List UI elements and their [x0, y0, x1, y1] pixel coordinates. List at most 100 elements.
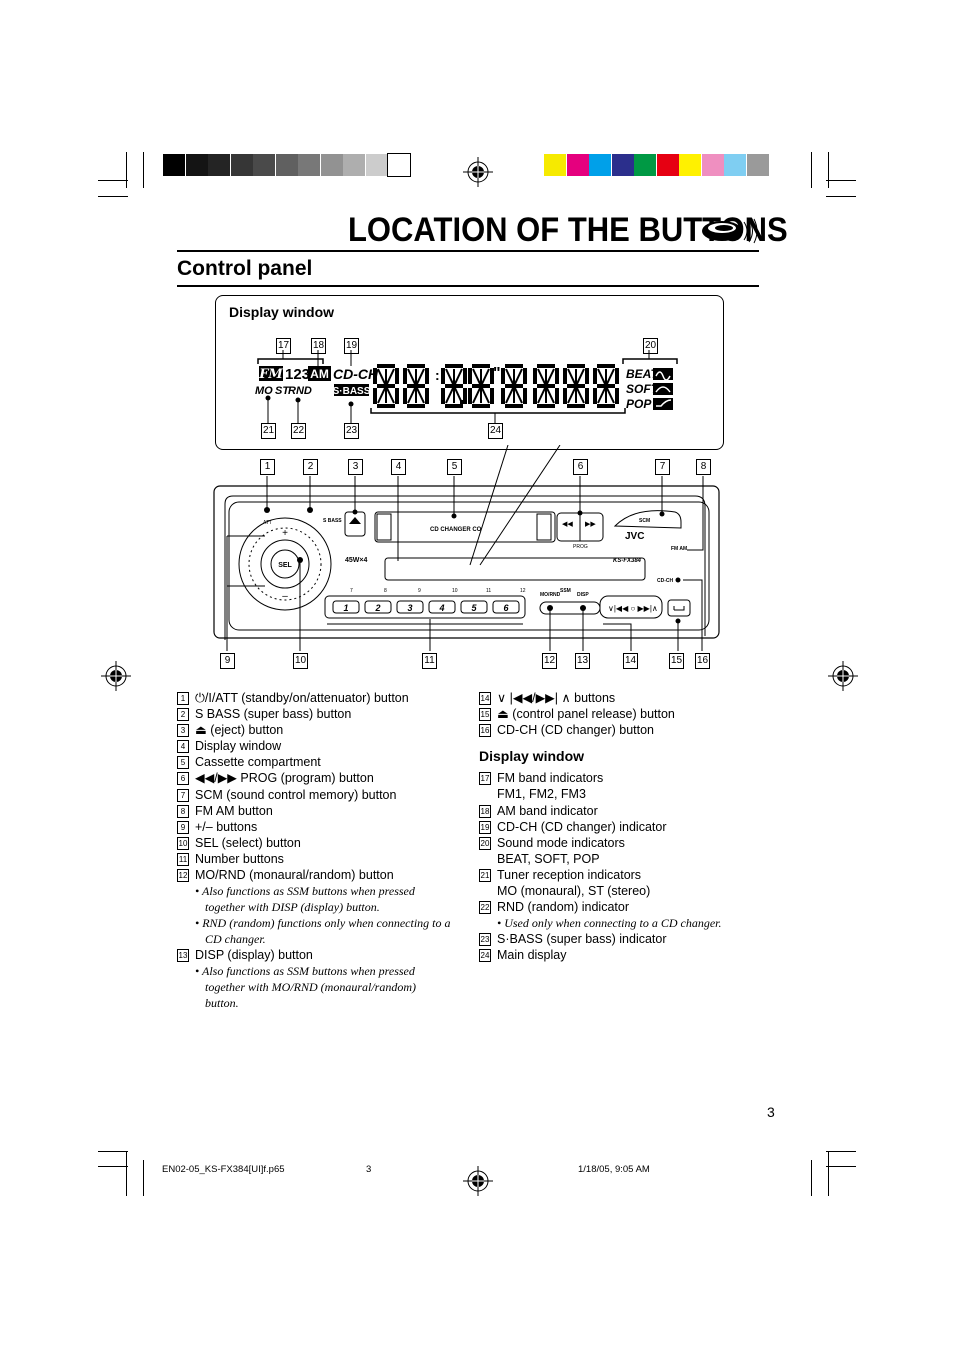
color-swatch [679, 154, 701, 176]
lcd-segment [445, 368, 463, 404]
item-text: FM band indicators [497, 771, 604, 786]
list-item: 16 CD-CH (CD changer) button [479, 722, 759, 738]
lcd-segment [597, 368, 615, 404]
item-text: ⏻/I/ATT (standby/on/attenuator) button [195, 691, 409, 705]
item-number-box: 2 [177, 708, 189, 722]
number-button-label: 6 [503, 603, 509, 613]
svg-text:–: – [282, 591, 288, 602]
number-button [428, 600, 456, 614]
item-text: Main display [497, 948, 567, 963]
color-swatch [724, 154, 746, 176]
gray-swatch [343, 154, 365, 176]
item-number-box: 8 [177, 804, 189, 818]
color-swatch [589, 154, 611, 176]
item-text: AM band indicator [497, 803, 598, 818]
control-panel-diagram: SEL + – ATT S BASS CD CHANGER CO 45W×4 K… [213, 476, 720, 651]
item-number-box: 24 [479, 949, 491, 963]
track-number-label: 9 [418, 588, 421, 594]
item-number-box: 22 [479, 901, 491, 915]
track-number-label: 10 [452, 588, 458, 594]
att-label: ATT [263, 520, 272, 526]
item-text: FM AM button [195, 803, 273, 818]
gray-swatch [163, 154, 185, 176]
band-digits: 123 [285, 366, 310, 383]
item-text: CD-CH (CD changer) button [497, 723, 654, 738]
note-12b: • RND (random) functions only when conne… [195, 916, 451, 947]
lcd-segment [377, 368, 395, 404]
sel-label: SEL [278, 562, 292, 569]
svg-text:▶▶: ▶▶ [585, 521, 596, 528]
registration-mark-right [828, 661, 858, 691]
callout-23: 23 [344, 423, 359, 439]
color-swatch [544, 154, 566, 176]
track-number-label: 8 [384, 588, 387, 594]
number-button [492, 600, 520, 614]
svg-text::: : [435, 367, 440, 383]
display-window-heading: Display window [479, 748, 585, 765]
lcd-segment [472, 368, 490, 404]
cdch-indicator: CD-CH [333, 366, 379, 382]
number-button-label: 3 [407, 603, 412, 613]
registration-mark-bottom [463, 1166, 493, 1196]
callout-24: 24 [488, 423, 503, 439]
gray-swatch [185, 154, 208, 176]
gray-swatch [253, 154, 275, 176]
number-button-label: 2 [374, 603, 380, 613]
item-text: S·BASS (super bass) indicator [497, 932, 667, 947]
scm-label: SCM [639, 518, 650, 524]
title-rule [177, 250, 759, 252]
zoom-lines [469, 445, 561, 566]
gray-swatch [208, 154, 230, 176]
item-number-box: 7 [177, 788, 189, 802]
power-label: 45W×4 [345, 557, 367, 564]
fm-am-label: FM AM [671, 546, 687, 552]
fm-indicator: FM [258, 367, 283, 382]
gray-swatch [320, 154, 343, 176]
item-number-box: 14 [479, 692, 491, 705]
item-text: +/– buttons [195, 819, 258, 834]
registration-mark-top [463, 157, 493, 187]
ssm-label: SSM [560, 588, 571, 594]
track-number-label: 7 [350, 588, 353, 594]
item-number-box: 9 [177, 820, 189, 834]
st-indicator: ST [275, 385, 290, 397]
callout-21: 21 [261, 423, 276, 439]
item-text: ⏏ (eject) button [195, 723, 284, 738]
number-button-label: 4 [438, 603, 444, 613]
track-number-label: 12 [520, 588, 526, 594]
note-22: • Used only when connecting to a CD chan… [497, 916, 722, 931]
cdch-label: CD-CH [657, 578, 673, 584]
list-item: 6◀◀/▶▶ PROG (program) button [177, 770, 452, 786]
item-number-box: 11 [177, 852, 189, 866]
item-number-box: 16 [479, 724, 491, 738]
item-number-box: 21 [479, 868, 491, 882]
list-item: 15⏏ (control panel release) button [479, 706, 759, 722]
item-text: Sound mode indicators [497, 835, 625, 850]
item-number-box: 20 [479, 836, 491, 850]
callout-2: 2 [303, 459, 318, 475]
footer-page: 3 [366, 1164, 372, 1175]
item-text: Display window [195, 739, 282, 754]
lcd-segment [407, 368, 425, 404]
callout-16: 16 [695, 653, 710, 669]
gray-swatch [230, 154, 253, 176]
svg-text:◀◀: ◀◀ [562, 521, 573, 528]
svg-text:+: + [282, 528, 288, 539]
list-item: 9 +/– buttons [177, 819, 452, 835]
callout-11: 11 [422, 653, 437, 669]
color-swatch [746, 154, 769, 176]
item-text: Tuner reception indicators [497, 867, 642, 882]
number-button [396, 600, 424, 614]
item-number-box: 15 [479, 708, 491, 722]
color-swatch [634, 154, 656, 176]
item-text: SEL (select) button [195, 835, 301, 850]
callout-10: 10 [293, 653, 308, 669]
item-number-box: 3 [177, 724, 189, 738]
item-text: MO/RND (monaural/random) button [195, 868, 394, 883]
